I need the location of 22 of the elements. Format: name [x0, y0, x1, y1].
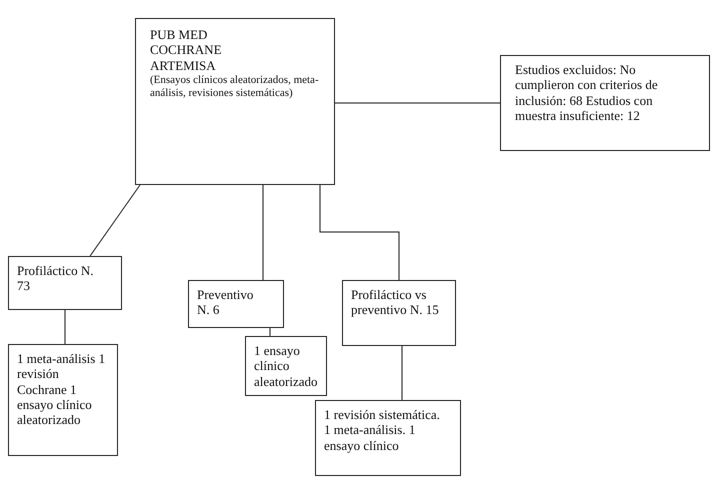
box-text: 1 ensayo clínico aleatorizado — [254, 343, 318, 389]
text-box — [342, 280, 456, 346]
box-text: Preventivo N. 6 — [197, 287, 254, 318]
connector-line — [64, 310, 66, 344]
box-text: Profiláctico N. 73 — [17, 263, 95, 294]
connector-line — [262, 184, 264, 280]
box-text: 1 meta-análisis 1 revisión Cochrane 1 ensayo clínico aleatorizado — [17, 351, 106, 428]
box-text: Profiláctico vs preventivo N. 15 — [351, 287, 439, 318]
text-box — [188, 280, 284, 328]
text-box — [8, 256, 122, 310]
text-box — [500, 55, 710, 151]
box-text: PUB MED COCHRANE ARTEMISA — [150, 27, 223, 73]
box-note: (Ensayos clínicos aleatorizados, meta-análisis, revisiones sistemáticas) — [150, 74, 320, 100]
text-box — [315, 400, 461, 476]
box-text: 1 revisión sistemática. 1 meta-análisis. 1 ensayo clínico — [324, 407, 441, 453]
text-box — [8, 344, 118, 456]
connector-line — [90, 184, 140, 256]
text-box — [135, 18, 335, 185]
box-text: Estudios excluidos: No cumplieron con criterios de inclusión: 68 Estudios con muestra insuficiente: 12 — [515, 62, 659, 124]
text-box — [245, 336, 327, 396]
connector-line — [320, 184, 400, 280]
connector-line — [334, 102, 500, 104]
